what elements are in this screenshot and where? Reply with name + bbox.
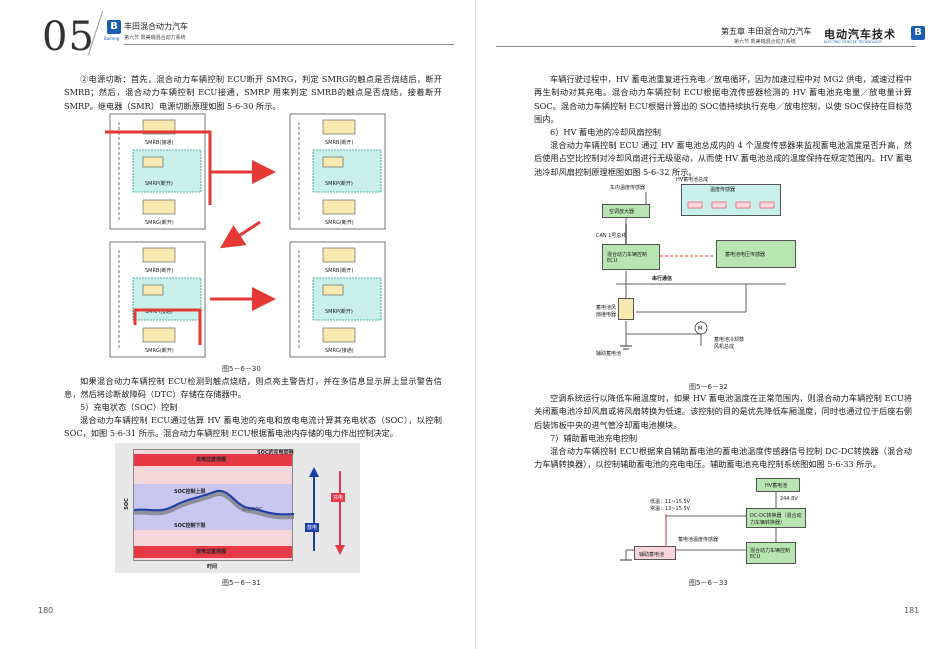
- label-ac-amplifier: 空调放大器: [609, 209, 635, 215]
- charge-discharge-arrows: [309, 467, 345, 555]
- paragraph-fan-control: 混合动力车辆控制 ECU 通过 HV 蓄电池总成内的 4 个温度传感器来监视蓄电…: [534, 140, 912, 177]
- heading-aux-charge: 7）辅助蓄电池充电控制: [550, 433, 638, 443]
- heading-soc-control: 5）充电状态（SOC）控制: [80, 402, 178, 412]
- aux-battery-box: 辅助蓄电池: [634, 546, 676, 560]
- label-hv-ecu-33: 混合动力车辆控制ECU: [750, 548, 791, 560]
- label-voltage-sensor: 蓄电池电压传感器: [725, 252, 766, 258]
- overdischarge-band: [134, 546, 292, 558]
- temp-sensor-box: 温度传感器: [681, 184, 781, 216]
- svg-text:M: M: [698, 326, 702, 332]
- page-number-right: 181: [904, 606, 920, 615]
- figure-5-6-32: M HV蓄电池总成 车内温度传感器 温度传感器 空调放大器 CAN 1号总线 混…: [596, 176, 816, 376]
- brand-small-text: Baiteng: [104, 36, 120, 41]
- paragraph-ac-priority: 空调系统运行以降低车厢温度时，如果 HV 蓄电池温度在正常范围内，则混合动力车辆…: [534, 393, 912, 430]
- paragraph-aux-charge: 混合动力车辆控制 ECU根据来自辅助蓄电池的蓄电池温度传感器信号控制 DC-DC…: [534, 446, 912, 470]
- brand-logo-icon: B: [107, 20, 121, 34]
- arrow-down-left: [219, 220, 261, 249]
- current-path-3: [133, 308, 202, 345]
- relay-label-3-1: SMRB(断开): [145, 267, 173, 274]
- page-number-left: 180: [38, 606, 54, 615]
- header-title: 丰田混合动力汽车: [124, 22, 188, 31]
- heading-fan-control: 6）HV 蓄电池的冷却风扇控制: [550, 127, 661, 137]
- hv-ecu-box-33: 混合动力车辆控制ECU: [746, 542, 796, 564]
- chapter-number: 05: [42, 14, 95, 60]
- figure-5-6-30: SMRB(接通) SMRP(断开) SMRG(断开) SMRB(断开) SMRP(断开)…: [105, 113, 386, 358]
- relay-panel-1: SMRB(接通) SMRP(断开) SMRG(断开): [109, 113, 206, 230]
- caption-fig33: 图5－6－33: [689, 579, 728, 587]
- header-rule-right: [496, 46, 916, 47]
- label-discharge: 放电: [305, 523, 320, 532]
- fan-diagram-wires: M: [616, 192, 786, 350]
- relay-panel-2: SMRB(断开) SMRP(断开) SMRG(断开): [289, 113, 386, 230]
- label-normal-temp: 常温：13~15.5V: [650, 506, 691, 512]
- relay-label-4-2: SMRP(断开): [325, 308, 353, 315]
- label-cooling-fan: 蓄电池冷却鼓风机总成: [714, 337, 745, 350]
- paragraph-soc: 混合动力车辆控制 ECU通过估算 HV 蓄电池的充电和放电电流计算其充电状态（S…: [64, 415, 442, 439]
- relay-label-4-1: SMRB(断开): [325, 267, 353, 274]
- fan-relay-box: [618, 298, 634, 320]
- relay-label-3-3: SMRG(断开): [145, 347, 174, 354]
- ac-amplifier-box: 空调放大器: [602, 204, 650, 218]
- label-temp-sensor: 温度传感器: [710, 187, 736, 193]
- label-hv-ecu: 混合动力车辆控制ECU: [607, 252, 648, 264]
- caption-fig32: 图5－6－32: [689, 383, 728, 391]
- label-can1: CAN 1号总线: [596, 233, 627, 239]
- label-aux-sensor: 蓄电池温度传感器: [678, 537, 719, 543]
- current-path-1: [105, 130, 212, 205]
- figure-5-6-33: HV蓄电池 244.8V 低温：11~15.5V 常温：13~15.5V DC-…: [606, 478, 826, 578]
- magazine-title: 电动汽车技术: [824, 28, 896, 41]
- hv-battery-box: HV蓄电池: [756, 478, 800, 492]
- label-overcharge: 充电过度范围: [196, 457, 227, 463]
- soc-chart-area: 充电过度范围 SOC控制上限 目标SOC SOC控制下限 放电过度范围: [133, 449, 294, 561]
- label-voltage: 244.8V: [780, 496, 798, 502]
- hv-ecu-box: 混合动力车辆控制ECU: [602, 244, 660, 270]
- soc-curve: [134, 489, 294, 520]
- relay-label-1-3: SMRG(断开): [145, 219, 174, 226]
- relay-label-2-1: SMRB(断开): [325, 139, 353, 146]
- voltage-sensor-box: 蓄电池电压传感器: [716, 240, 796, 268]
- caption-fig31: 图5－6－31: [222, 579, 261, 587]
- axis-label-soc: SOC: [123, 498, 130, 510]
- label-soc-upper: SOC控制上限: [174, 489, 206, 495]
- paragraph-charge-cycle: 车辆行驶过程中，HV 蓄电池重复进行充电／放电循环，因为加速过程中对 MG2 供…: [534, 74, 912, 124]
- figure-5-6-31: 充电过度范围 SOC控制上限 目标SOC SOC控制下限 放电过度范围 SOC …: [115, 443, 360, 573]
- temp-sensor-icons: [687, 201, 775, 209]
- label-hv-assembly: HV蓄电池总成: [676, 177, 709, 183]
- caption-fig30: 图5－6－30: [222, 365, 261, 373]
- axis-label-time: 时间: [207, 564, 218, 570]
- label-fan-relay: 蓄电池风扇继电器: [596, 305, 617, 318]
- header-rule: [124, 44, 454, 45]
- label-overdischarge: 放电过度范围: [196, 549, 227, 555]
- label-hv-battery: HV蓄电池: [765, 483, 788, 489]
- header-subtitle-right: 第六节 凯美瑞混合动力系统: [734, 39, 796, 45]
- header-subtitle: 第六节 凯美瑞混合动力系统: [124, 35, 186, 41]
- label-soc-example: SOC的充电举例: [257, 450, 294, 456]
- relay-label-2-3: SMRG(断开): [325, 219, 354, 226]
- left-page: 05 B Baiteng 丰田混合动力汽车 第六节 凯美瑞混合动力系统 ②电源切…: [38, 10, 454, 615]
- relay-panel-4: SMRB(断开) SMRP(断开) SMRG(接通): [289, 241, 386, 358]
- label-dcdc: DC-DC转换器（混合动力车辆转换器）: [750, 513, 802, 526]
- paragraph-power-cutoff: ②电源切断：首先，混合动力车辆控制 ECU断开 SMRG，判定 SMRG的触点是…: [64, 74, 442, 111]
- label-charge: 充电: [331, 493, 346, 502]
- label-serial-comm: 串行通信: [652, 276, 673, 282]
- label-aux-battery-32: 辅助蓄电池: [596, 351, 622, 357]
- paragraph-weld-detect: 如果混合动力车辆控制 ECU检测到触点烧结，则点亮主警告灯，并在多信息显示屏上显…: [64, 376, 442, 400]
- relay-label-2-2: SMRP(断开): [325, 180, 353, 187]
- header-title-right: 第五章 丰田混合动力汽车: [721, 27, 812, 36]
- relay-label-4-3: SMRG(接通): [325, 347, 354, 354]
- label-soc-lower: SOC控制下限: [174, 523, 206, 529]
- right-page: 第五章 丰田混合动力汽车 第六节 凯美瑞混合动力系统 电动汽车技术 ELECTR…: [475, 0, 950, 649]
- relay-label-1-2: SMRP(断开): [145, 180, 173, 187]
- dcdc-box: DC-DC转换器（混合动力车辆转换器）: [746, 508, 806, 528]
- overcharge-band: [134, 454, 292, 466]
- relay-label-1-1: SMRB(接通): [145, 139, 173, 146]
- relay-panel-3: SMRB(断开)SMRP(接通)SMRG(断开): [109, 241, 206, 358]
- magazine-subtitle: ELECTRIC VEHICLE TECHNOLOGY: [824, 40, 883, 44]
- label-low-temp: 低温：11~15.5V: [650, 499, 691, 505]
- label-aux-battery-33: 辅助蓄电池: [639, 552, 665, 558]
- label-cabin-sensor: 车内温度传感器: [610, 185, 646, 191]
- brand-logo-icon-right: B: [911, 26, 925, 40]
